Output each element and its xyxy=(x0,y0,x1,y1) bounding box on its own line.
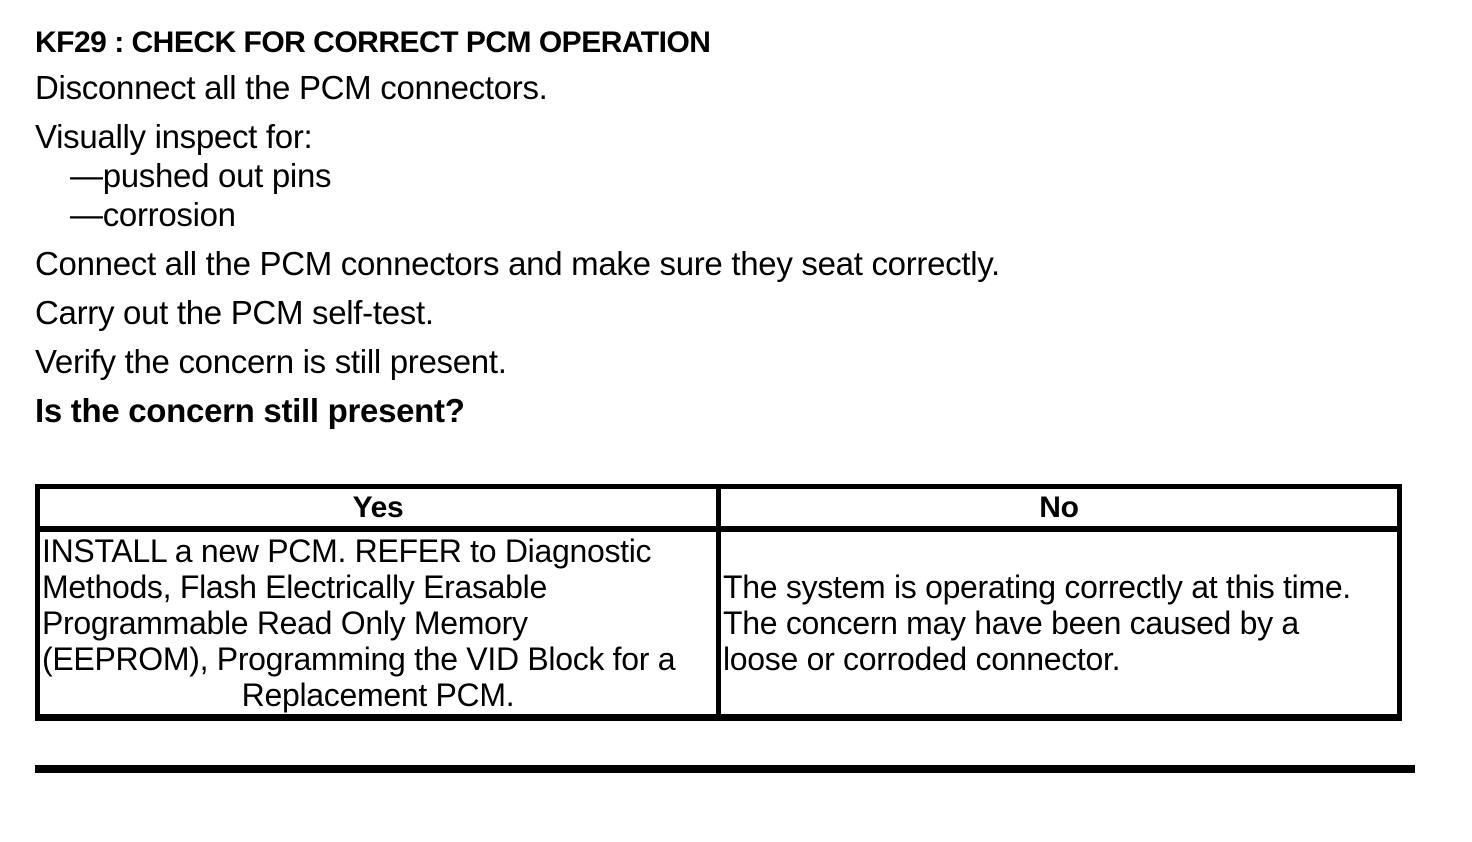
no-action-cell: The system is operating correctly at thi… xyxy=(716,526,1402,721)
yes-cell-line: Methods, Flash Electrically Erasable xyxy=(42,569,547,605)
step-visually-inspect: Visually inspect for: xyxy=(35,118,313,155)
no-cell-line: loose or corroded connector. xyxy=(723,641,1121,677)
yes-cell-line: Programmable Read Only Memory xyxy=(42,605,528,641)
decision-question: Is the concern still present? xyxy=(35,392,465,429)
section-divider-rule xyxy=(35,765,1415,773)
no-column-header: No xyxy=(716,484,1402,532)
no-cell-line: The system is operating correctly at thi… xyxy=(723,569,1351,605)
inspection-item-corrosion: —corrosion xyxy=(70,196,236,233)
step-verify-concern: Verify the concern is still present. xyxy=(35,343,507,380)
procedure-title: KF29 : CHECK FOR CORRECT PCM OPERATION xyxy=(35,26,711,59)
step-connect-connectors: Connect all the PCM connectors and make … xyxy=(35,245,1000,282)
yes-cell-line: (EEPROM), Programming the VID Block for … xyxy=(42,641,676,677)
step-self-test: Carry out the PCM self-test. xyxy=(35,294,434,331)
step-disconnect-connectors: Disconnect all the PCM connectors. xyxy=(35,69,548,106)
yes-cell-line: INSTALL a new PCM. REFER to Diagnostic xyxy=(42,533,652,569)
yes-action-cell: INSTALL a new PCM. REFER to Diagnostic M… xyxy=(35,526,721,721)
yes-column-header: Yes xyxy=(35,484,721,532)
inspection-item-pushed-pins: —pushed out pins xyxy=(70,157,332,194)
decision-table-header-row: Yes No xyxy=(35,484,1402,532)
no-cell-line: The concern may have been caused by a xyxy=(723,605,1299,641)
decision-table-body-row: INSTALL a new PCM. REFER to Diagnostic M… xyxy=(35,526,1402,721)
document-page: KF29 : CHECK FOR CORRECT PCM OPERATION D… xyxy=(0,28,1472,842)
yes-cell-line: Replacement PCM. xyxy=(241,677,515,713)
decision-table: Yes No INSTALL a new PCM. REFER to Diagn… xyxy=(35,484,1402,721)
